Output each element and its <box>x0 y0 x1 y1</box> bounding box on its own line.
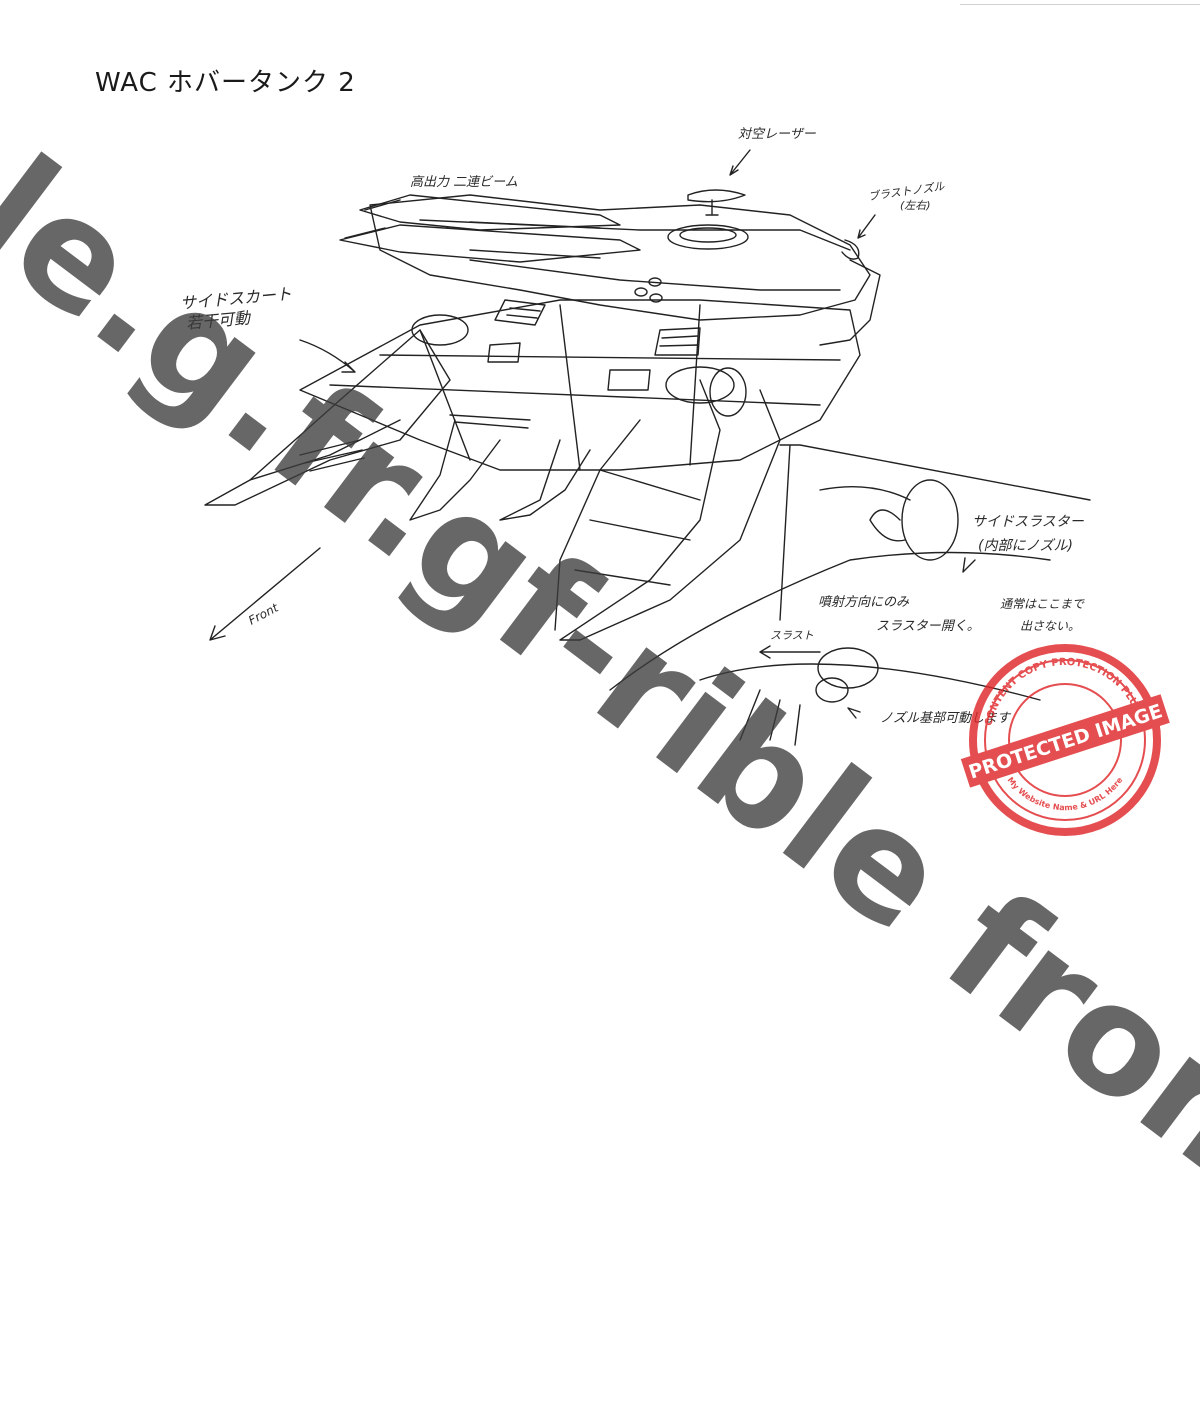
hover-tank-sketch <box>204 149 1091 746</box>
front-arrow <box>209 547 321 641</box>
note-not-extended: 出さない。 <box>1020 619 1081 633</box>
note-normally: 通常はここまで <box>1000 597 1085 611</box>
protection-stamp-icon: CONTENT COPY PROTECTION PLUGIN PROTECTED… <box>960 644 1170 836</box>
sheet-title: WAC ホバータンク 2 <box>95 68 356 98</box>
concept-sheet: WAC ホバータンク 2 対空レーザー 高出力 二連ビーム ブラストノズル (左… <box>0 4 1200 1406</box>
stamp-bottom-text: My Website Name & URL Here <box>1006 775 1125 812</box>
note-side-thruster: サイドスラスター <box>972 514 1084 530</box>
scan-edge-line <box>960 4 1200 5</box>
note-aa-laser: 対空レーザー <box>738 127 816 142</box>
note-internal-nozzle: (内部にノズル) <box>978 538 1073 554</box>
note-thrust: スラスト <box>770 629 814 642</box>
note-thruster-opens: スラスター開く。 <box>876 619 980 634</box>
svg-text:My Website Name & URL Here: My Website Name & URL Here <box>1006 775 1125 812</box>
note-blast-nozzle-sides: (左右) <box>900 199 931 212</box>
note-spray-direction: 噴射方向にのみ <box>818 595 910 610</box>
note-high-power-beam: 高出力 二連ビーム <box>410 175 518 190</box>
